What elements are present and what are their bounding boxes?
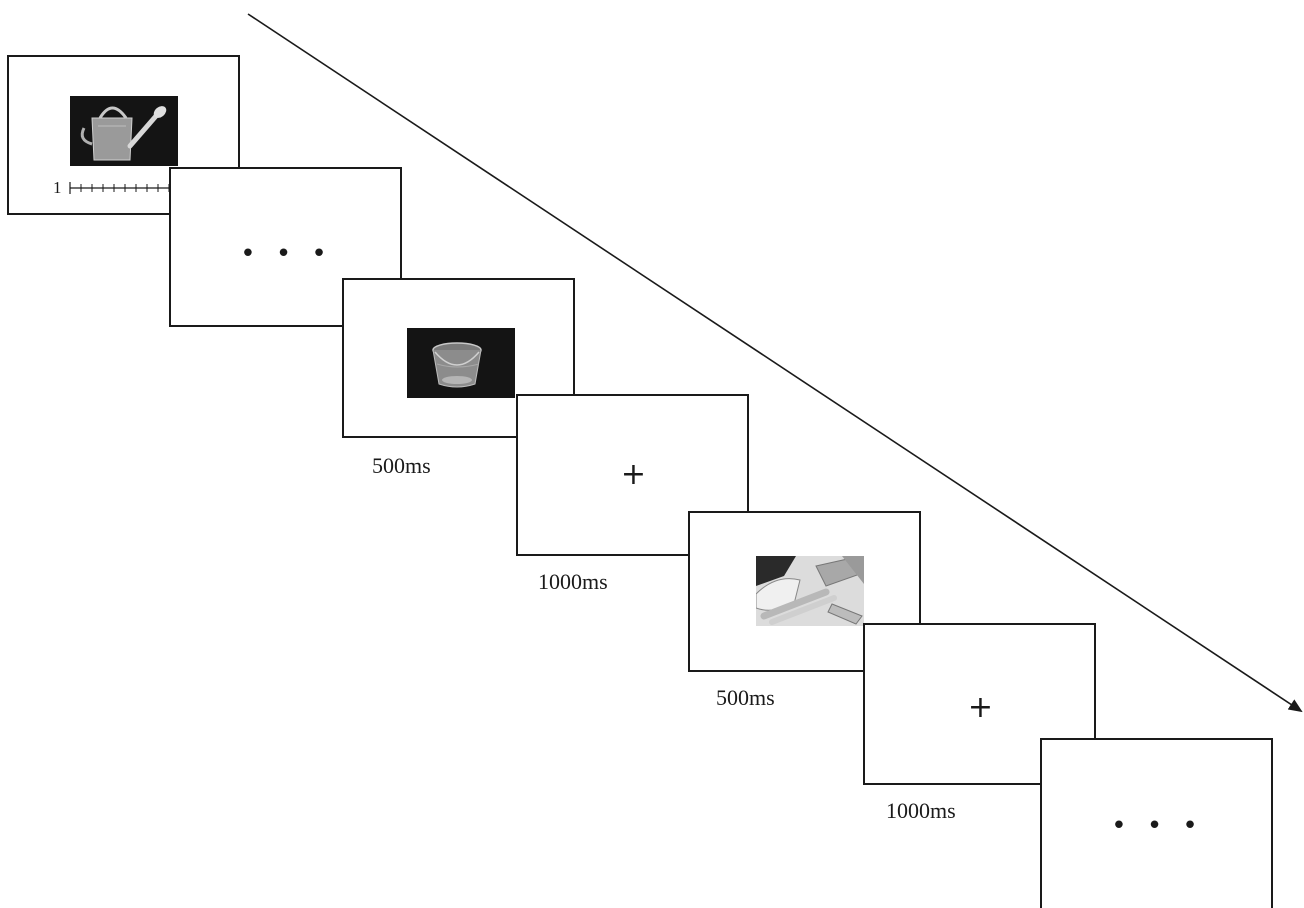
tools-icon [756, 556, 864, 626]
frame-fixation-1-bottom-edge [516, 554, 688, 556]
target-duration: 500ms [716, 685, 775, 710]
fixation-cross: + [620, 457, 647, 492]
ellipsis-glyph: • • • [240, 239, 333, 269]
watering-can-icon [70, 96, 178, 166]
watering-can-image [70, 96, 178, 166]
rating-scale[interactable] [69, 179, 173, 197]
ellipsis-glyph: • • • [1111, 811, 1204, 841]
fixation-1-duration: 1000ms [538, 569, 608, 594]
fixation-cross: + [967, 690, 994, 725]
frame-target [688, 511, 921, 672]
time-arrow-line [247, 13, 1303, 713]
bucket-icon [407, 328, 515, 398]
frame-rating: 1 [7, 55, 240, 215]
fixation-2-duration: 1000ms [886, 798, 956, 823]
scale-start-label: 1 [53, 178, 62, 197]
tools-image [756, 556, 864, 626]
bucket-image [407, 328, 515, 398]
frame-ellipsis-2: • • • [1040, 738, 1273, 908]
frame-fixation-2-bottom-edge [863, 783, 1041, 785]
prime-duration: 500ms [372, 453, 431, 478]
